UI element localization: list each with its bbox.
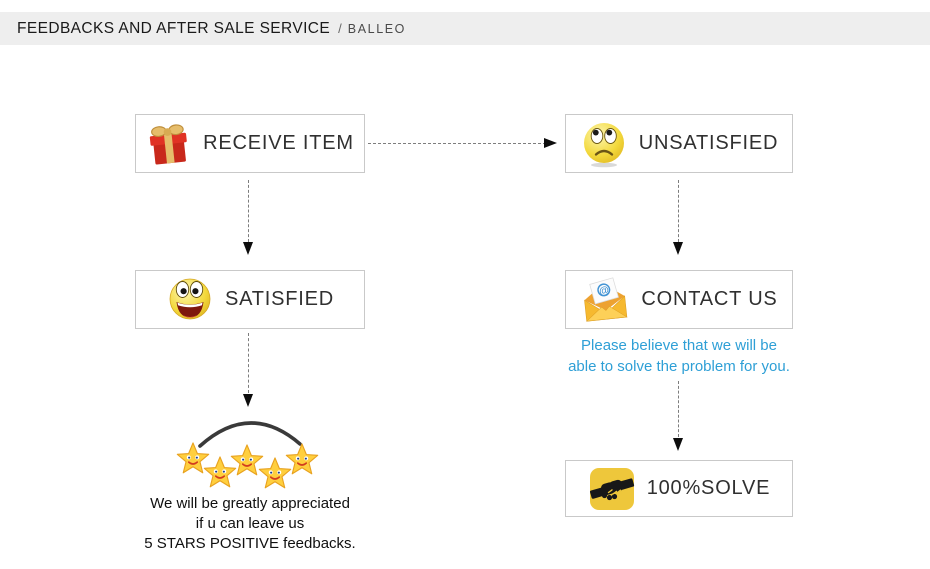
arrow-unsatisfied-to-contact-head <box>673 242 683 255</box>
arrow-unsatisfied-to-contact-line <box>678 180 679 242</box>
stars-arc-icon <box>198 421 302 448</box>
sad-face-icon <box>583 122 624 167</box>
node-unsatisfied: UNSATISFIED <box>565 114 793 173</box>
node-contact-us-label: CONTACT US <box>641 288 778 310</box>
arrow-satisfied-to-stars-head <box>243 394 253 407</box>
arrow-contact-to-solve-line <box>678 381 679 437</box>
node-solve: 100%SOLVE <box>565 460 793 517</box>
arrow-receive-to-satisfied-line <box>248 180 249 242</box>
arrow-receive-to-unsatisfied-head <box>544 138 557 148</box>
node-receive-item: RECEIVE ITEM <box>135 114 365 173</box>
arrow-contact-to-solve-head <box>673 438 683 451</box>
node-satisfied: SATISFIED <box>135 270 365 329</box>
feedback-note: We will be greatly appreciated if u can … <box>100 494 400 554</box>
node-unsatisfied-label: UNSATISFIED <box>638 132 779 154</box>
at-sign-glyph: @ <box>598 284 611 297</box>
feedback-note-line2: if u can leave us <box>195 515 305 532</box>
contact-note-line2: able to solve the problem for you. <box>568 358 790 375</box>
brand-name: BALLEO <box>347 21 407 36</box>
email-icon: @ <box>584 276 629 322</box>
section-title: FEEDBACKS AND AFTER SALE SERVICE <box>17 19 331 37</box>
arrow-receive-to-satisfied-head <box>243 242 253 255</box>
feedback-note-line3: 5 STARS POSITIVE feedbacks. <box>144 535 356 552</box>
arrow-satisfied-to-stars-line <box>248 333 249 393</box>
handshake-icon <box>589 467 634 510</box>
gift-icon <box>149 123 187 165</box>
arrow-receive-to-unsatisfied-line <box>368 143 546 144</box>
star-icon <box>230 444 264 476</box>
contact-note-line1: Please believe that we will be <box>581 337 777 354</box>
node-solve-label: 100%SOLVE <box>646 477 771 499</box>
node-receive-item-label: RECEIVE ITEM <box>203 132 354 154</box>
feedback-note-line1: We will be greatly appreciated <box>150 495 350 512</box>
happy-face-icon <box>169 278 211 319</box>
contact-note: Please believe that we will be able to s… <box>529 335 829 377</box>
node-satisfied-label: SATISFIED <box>224 288 335 310</box>
title-separator: / <box>338 21 342 36</box>
star-icon <box>203 456 237 488</box>
node-contact-us: @ CONTACT US <box>565 270 793 329</box>
star-icon <box>258 457 292 489</box>
star-icon <box>285 443 319 475</box>
section-header: FEEDBACKS AND AFTER SALE SERVICE / BALLE… <box>0 12 930 45</box>
star-icon <box>176 442 210 474</box>
